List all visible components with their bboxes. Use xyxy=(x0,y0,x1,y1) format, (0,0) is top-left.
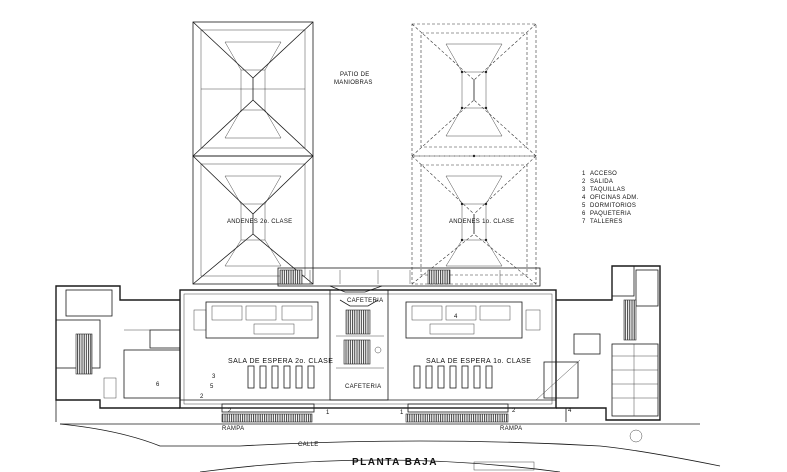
number-2-right: 2 xyxy=(512,408,516,414)
street xyxy=(59,413,721,472)
number-4-right: 4 xyxy=(568,408,572,414)
legend-text-3: TAQUILLAS xyxy=(590,187,625,193)
legend: 1 ACCESO 2 SALIDA 3 TAQUILLAS 4 OFICINAS… xyxy=(582,171,639,225)
legend-num-5: 5 xyxy=(582,203,586,209)
legend-num-4: 4 xyxy=(582,195,586,201)
number-1-right: 1 xyxy=(400,410,404,416)
legend-num-1: 1 xyxy=(582,171,586,177)
right-wing xyxy=(535,265,661,443)
label-patio: PATIO DE xyxy=(340,72,370,78)
seating-1-clase xyxy=(413,365,493,389)
label-rampa-right: RAMPA xyxy=(500,426,522,432)
label-sala-1: SALA DE ESPERA 1o. CLASE xyxy=(426,358,531,365)
legend-num-6: 6 xyxy=(582,211,586,217)
label-andenes-2: ANDENES 2o. CLASE xyxy=(227,219,292,225)
legend-text-2: SALIDA xyxy=(590,179,613,185)
number-3: 3 xyxy=(212,374,216,380)
legend-num-3: 3 xyxy=(582,187,586,193)
label-rampa-left: RAMPA xyxy=(222,426,244,432)
andenes-1-clase-roofs xyxy=(411,23,537,285)
label-sala-2: SALA DE ESPERA 2o. CLASE xyxy=(228,358,333,365)
number-2-left: 2 xyxy=(228,408,232,414)
label-cafeteria-top: CAFETERIA xyxy=(347,298,383,304)
seating-2-clase xyxy=(247,365,315,389)
legend-text-7: TALLERES xyxy=(590,219,623,225)
plan-labels: PATIO DE MANIOBRAS ANDENES 2o. CLASE AND… xyxy=(156,72,572,468)
label-cafeteria-bottom: CAFETERIA xyxy=(345,384,381,390)
legend-num-2: 2 xyxy=(582,179,586,185)
platform-corridor xyxy=(277,267,541,293)
left-wing xyxy=(55,285,181,422)
legend-text-1: ACCESO xyxy=(590,171,617,177)
plan-title: PLANTA BAJA xyxy=(352,457,438,468)
number-5: 5 xyxy=(210,384,214,390)
main-hall xyxy=(179,289,557,413)
andenes-2-clase-roofs xyxy=(192,21,314,285)
label-andenes-1: ANDENES 1o. CLASE xyxy=(449,219,514,225)
number-6: 6 xyxy=(156,382,160,388)
label-patio-2: MANIOBRAS xyxy=(334,80,373,86)
legend-text-6: PAQUETERIA xyxy=(590,211,631,217)
number-1-left: 1 xyxy=(326,410,330,416)
number-4-left: 4 xyxy=(454,314,458,320)
label-calle: CALLE xyxy=(298,442,319,448)
legend-text-4: OFICINAS ADM. xyxy=(590,195,639,201)
number-2-mid: 2 xyxy=(200,394,204,400)
legend-num-7: 7 xyxy=(582,219,586,225)
legend-text-5: DORMITORIOS xyxy=(590,203,636,209)
